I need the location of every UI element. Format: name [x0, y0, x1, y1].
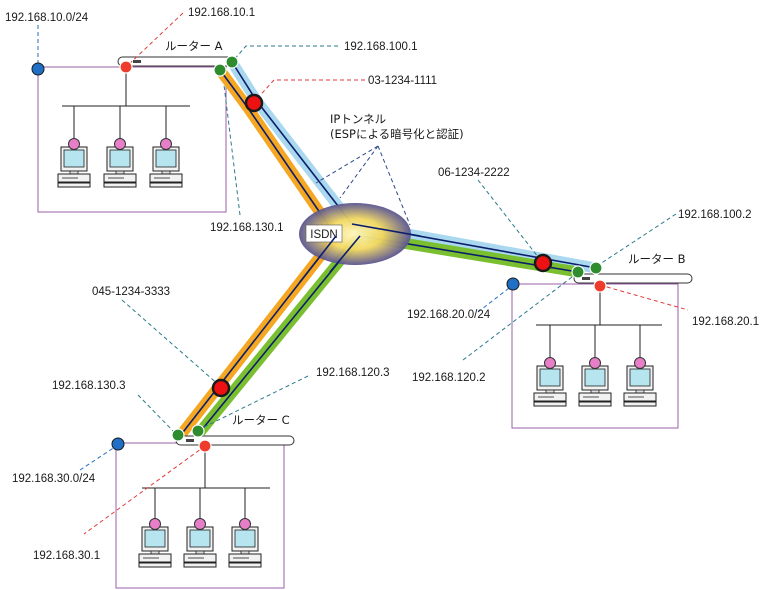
router-a-lan-address: 192.168.10.1 — [188, 7, 255, 19]
nodes — [31, 55, 607, 453]
pc-icon — [578, 365, 612, 407]
tunnel-title: IPトンネル — [330, 112, 386, 126]
lan-c — [115, 442, 285, 589]
router-a-name: ルーター A — [165, 39, 223, 53]
pc-icon — [623, 365, 657, 407]
router-b[interactable] — [573, 273, 693, 284]
router-b-phone: 06-1234-2222 — [438, 167, 510, 179]
network-c-label: 192.168.30.0/24 — [12, 473, 96, 485]
router-c-port-130[interactable] — [171, 428, 185, 442]
pc-icon — [533, 365, 567, 407]
labels: 192.168.10.0/24 192.168.10.1 ルーター A 192.… — [5, 7, 759, 562]
router-a-lan-port[interactable] — [119, 60, 133, 74]
pc-icon — [183, 526, 217, 568]
isdn-b-node[interactable] — [533, 253, 553, 273]
lan-a-box — [37, 66, 227, 213]
lan-a — [37, 66, 227, 213]
pc-icon — [57, 146, 91, 188]
isdn-c-node[interactable] — [211, 378, 231, 398]
network-b-label: 192.168.20.0/24 — [407, 309, 491, 321]
router-a-port-100[interactable] — [225, 55, 239, 69]
router-b-address-100: 192.168.100.2 — [678, 209, 752, 221]
pc-icon — [103, 146, 137, 188]
router-a-phone: 03-1234-1111 — [368, 75, 437, 87]
network-b-node[interactable] — [506, 277, 520, 291]
router-c-lan-port[interactable] — [198, 439, 212, 453]
router-b-lan-port[interactable] — [593, 279, 607, 293]
router-a-port-130[interactable] — [213, 63, 227, 77]
isdn-a-node[interactable] — [244, 93, 264, 113]
isdn-cloud: ISDN — [299, 203, 421, 283]
router-c[interactable] — [175, 435, 295, 446]
pc-icon — [149, 146, 183, 188]
isdn-label-box — [305, 224, 343, 243]
router-b-address-120: 192.168.120.2 — [412, 372, 486, 384]
network-c-node[interactable] — [111, 437, 125, 451]
pc-icon — [138, 526, 172, 568]
router-b-body[interactable] — [573, 273, 693, 284]
router-c-lan-address: 192.168.30.1 — [33, 550, 100, 562]
router-c-address-120: 192.168.120.3 — [316, 367, 390, 379]
router-b-name: ルーター B — [628, 252, 686, 266]
isdn-label: ISDN — [310, 229, 337, 241]
router-a-address-130: 192.168.130.1 — [210, 222, 284, 234]
network-a-node[interactable] — [31, 62, 45, 76]
router-b-lan-address: 192.168.20.1 — [692, 316, 759, 328]
router-c-port-120[interactable] — [191, 424, 205, 438]
router-c-name: ルーター C — [232, 413, 290, 427]
router-a-address-100: 192.168.100.1 — [344, 41, 418, 53]
pc-icon — [228, 526, 262, 568]
network-a-label: 192.168.10.0/24 — [5, 12, 89, 24]
router-c-address-130: 192.168.130.3 — [52, 380, 126, 392]
callouts — [37, 12, 689, 535]
lan-b — [511, 283, 679, 429]
router-c-phone: 045-1234-3333 — [92, 286, 170, 298]
router-b-port-100[interactable] — [589, 261, 603, 275]
router-a[interactable] — [117, 56, 239, 67]
router-b-port-120[interactable] — [571, 265, 585, 279]
tunnel-subtitle: (ESPによる暗号化と認証) — [330, 127, 464, 141]
